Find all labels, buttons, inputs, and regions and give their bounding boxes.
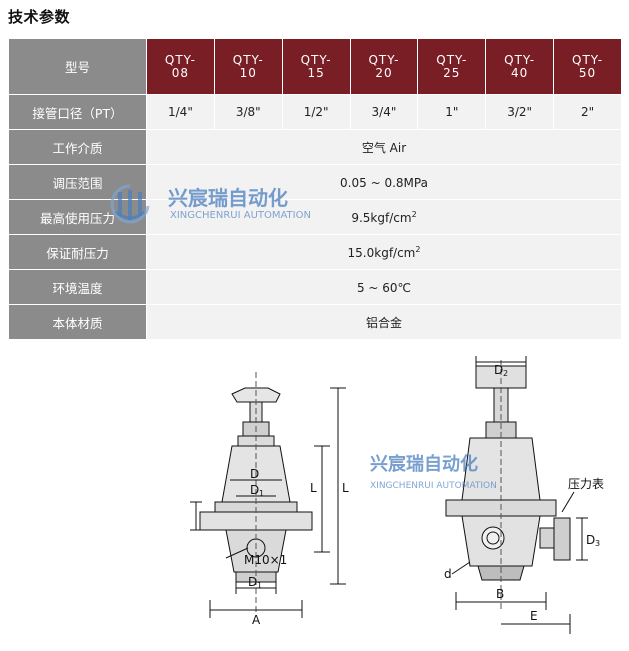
model-cell: QTY-20 [349,38,419,95]
table-cell: 空气 Air [146,129,622,165]
drawing-watermark-name: 兴宸瑞自动化 [370,453,478,475]
dim-label-D: D [250,467,259,481]
table-cell: 3/2" [485,94,555,130]
dim-label-D3: D [586,533,595,547]
table-cell: 铝合金 [146,304,622,340]
model-cell: QTY-25 [417,38,487,95]
dim-label-D1: D [250,483,259,497]
model-header-label: 型号 [8,38,147,95]
row-label: 环境温度 [8,269,147,305]
table-row: 环境温度 5 ~ 60℃ [8,269,622,305]
model-cell: QTY-08 [146,38,215,95]
spec-table: 型号 QTY-08 QTY-10 QTY-15 QTY-20 QTY-25 QT… [8,38,622,340]
dim-label-L: L [342,481,349,495]
row-label: 调压范围 [8,164,147,200]
subscript-1b: 1 [257,581,262,590]
model-cell: QTY-15 [281,38,351,95]
dim-label-d: d [444,567,452,581]
table-row: 本体材质 铝合金 [8,304,622,340]
drawing-watermark-sub: XINGCHENRUI AUTOMATION [370,481,497,491]
row-label: 本体材质 [8,304,147,340]
table-row: 调压范围 0.05 ~ 0.8MPa [8,164,622,200]
section-title: 技术参数 [8,8,71,26]
table-cell: 3/4" [349,94,419,130]
table-cell: 9.5kgf/cm2 [146,199,622,235]
table-row: 保证耐压力 15.0kgf/cm2 [8,234,622,270]
dim-label-A: A [252,613,261,627]
gauge-label: 压力表 [568,477,604,491]
row-label: 工作介质 [8,129,147,165]
subscript-1: 1 [259,489,264,498]
subscript-3: 3 [595,539,600,548]
table-cell: 1/4" [146,94,215,130]
dim-label-E: E [530,609,538,623]
dim-label-L1: L [310,481,317,495]
table-cell: 3/8" [213,94,283,130]
table-cell: 1" [417,94,487,130]
row-label: 接管口径（PT） [8,94,147,130]
subscript-2: 2 [503,369,508,378]
table-cell: 0.05 ~ 0.8MPa [146,164,622,200]
dim-label-D2: D [494,363,503,377]
thread-label: M10×1 [244,553,287,567]
table-header-row: 型号 QTY-08 QTY-10 QTY-15 QTY-20 QTY-25 QT… [8,38,622,95]
table-row: 工作介质 空气 Air [8,129,622,165]
row-label: 最高使用压力 [8,199,147,235]
model-cell: QTY-50 [553,38,622,95]
dim-label-bottom-D1: D [248,575,257,589]
table-cell: 5 ~ 60℃ [146,269,622,305]
model-cell: QTY-40 [485,38,555,95]
table-row: 最高使用压力 9.5kgf/cm2 [8,199,622,235]
dim-label-B: B [496,587,504,601]
model-cell: QTY-10 [213,38,283,95]
technical-drawing: D D 1 M10×1 D 1 A L L 兴宸瑞自动化 XINGCHENRUI… [190,356,604,634]
row-label: 保证耐压力 [8,234,147,270]
table-cell: 2" [553,94,622,130]
table-cell: 1/2" [281,94,351,130]
table-row: 接管口径（PT） 1/4" 3/8" 1/2" 3/4" 1" 3/2" 2" [8,94,622,130]
table-cell: 15.0kgf/cm2 [146,234,622,270]
